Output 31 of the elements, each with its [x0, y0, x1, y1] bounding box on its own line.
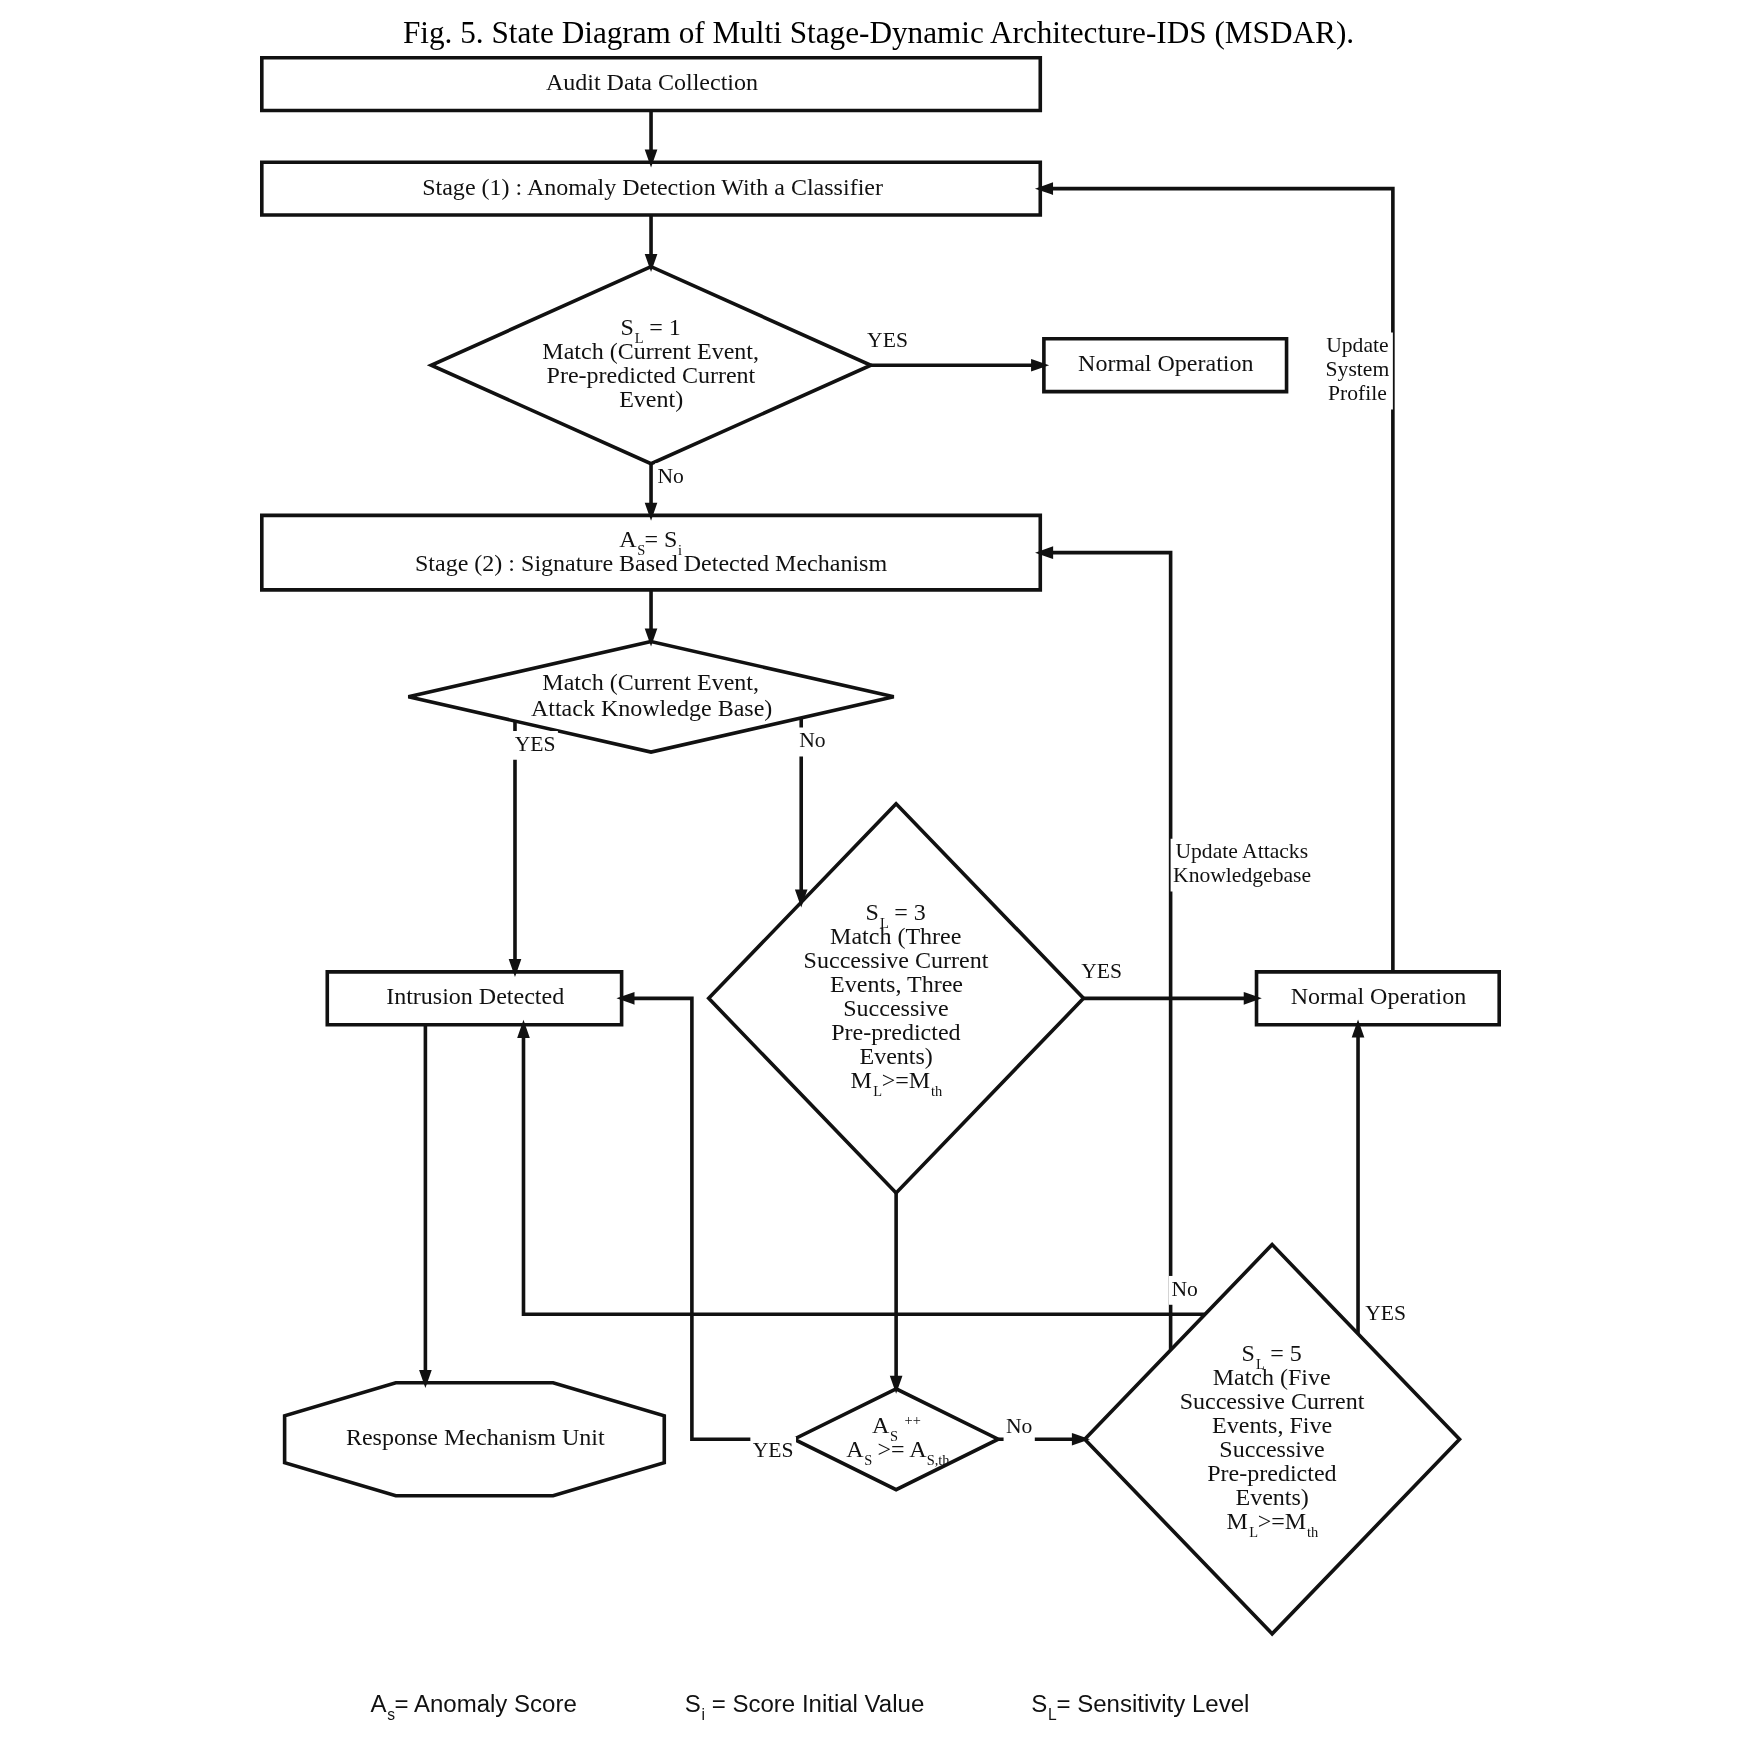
arrow — [644, 215, 657, 273]
arrow — [1083, 992, 1262, 1005]
node-box: Audit Data Collection — [259, 55, 1042, 113]
arrow — [644, 463, 657, 521]
edge-label: Update System Profile — [1325, 333, 1389, 406]
diagram-title: Fig. 5. State Diagram of Multi Stage-Dynamic Architecture-IDS (MSDAR). — [402, 15, 1354, 51]
edge-label: YES — [752, 1437, 794, 1462]
node-box: Stage (1) : Anomaly Detection With a Classifier — [259, 160, 1042, 217]
arrow — [516, 1019, 1205, 1317]
arrow — [644, 590, 657, 647]
arrow — [644, 111, 657, 168]
node-box: Normal Operation — [1041, 337, 1288, 394]
edge-label: YES — [1364, 1300, 1406, 1325]
label: A$_{s}$= Anomaly Score — [370, 1689, 577, 1724]
arrow — [870, 358, 1049, 372]
edge-label: Update Attacks Knowledgebase — [1172, 839, 1311, 888]
node-box: Normal Operation — [1254, 970, 1501, 1027]
label: S$_{L}$= Sensitivity Level — [1030, 1689, 1249, 1724]
edge-label: No — [1170, 1276, 1198, 1301]
node-box: A$_{S}$= S$_{i}$ Stage (2) : Signature Based Detected Mechanism — [259, 513, 1042, 592]
edge-label: YES — [514, 731, 555, 756]
node-box: Intrusion Detected — [324, 970, 623, 1027]
arrow — [1034, 546, 1172, 1350]
edge-label: No — [798, 728, 826, 753]
arrow — [418, 1024, 432, 1389]
arrow — [508, 721, 521, 978]
arrow — [889, 1193, 902, 1394]
arrow — [1351, 1019, 1364, 1334]
label: S$_{i}$ = Score Initial Value — [684, 1689, 924, 1724]
edge-label: No — [1005, 1413, 1032, 1438]
edge-label: No — [657, 463, 684, 488]
